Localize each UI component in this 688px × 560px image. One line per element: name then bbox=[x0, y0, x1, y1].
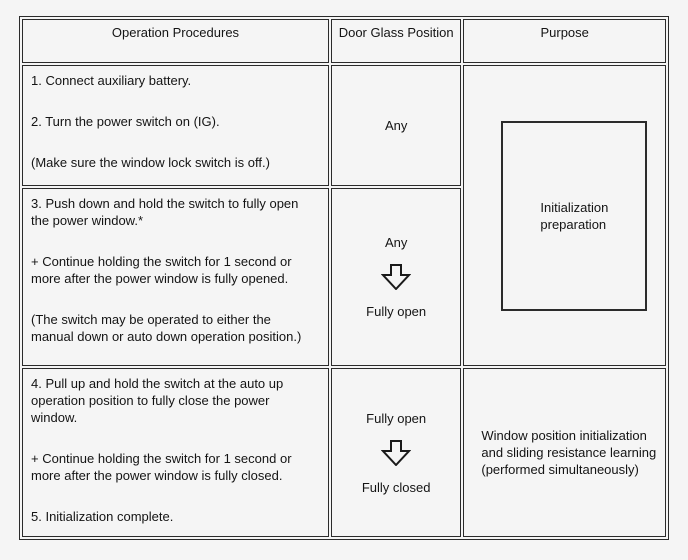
door-glass-position-cell-1: Any bbox=[330, 65, 462, 186]
door-glass-position-cell-2: Any Fully open bbox=[330, 188, 462, 366]
procedure-note: (The switch may be operated to either th… bbox=[31, 312, 302, 344]
col-header-purpose: Purpose bbox=[463, 19, 666, 63]
procedure-text: 5. Initialization complete. bbox=[31, 509, 174, 524]
procedure-text: 3. Push down and hold the switch to full… bbox=[31, 196, 299, 228]
table-row-step-1-2: 1. Connect auxiliary battery. 2. Turn th… bbox=[22, 65, 666, 366]
procedure-table: Operation Procedures Door Glass Position… bbox=[19, 16, 669, 540]
purpose-line: (performed simultaneously) bbox=[481, 462, 639, 477]
procedure-text: 2. Turn the power switch on (IG). bbox=[31, 114, 220, 129]
position-state-from: Fully open bbox=[366, 410, 427, 426]
purpose-line: Window position initialization bbox=[481, 428, 647, 443]
purpose-cell-window-position-initialization: Window position initialization and slidi… bbox=[463, 368, 666, 537]
door-glass-position-cell-3: Fully open Fully closed bbox=[330, 368, 462, 537]
purpose-line: and sliding resistance learning bbox=[481, 445, 657, 460]
table-row-step-4-5: 4. Pull up and hold the switch at the au… bbox=[22, 368, 666, 537]
procedure-text: + Continue holding the switch for 1 seco… bbox=[31, 254, 292, 286]
purpose-cell-initialization-preparation: Initialization preparation bbox=[463, 65, 666, 366]
procedures-cell-step-3: 3. Push down and hold the switch to full… bbox=[22, 188, 329, 366]
col-header-operation-procedures: Operation Procedures bbox=[22, 19, 329, 63]
position-state-to: Fully open bbox=[366, 304, 427, 319]
table-row-step-3: 3. Push down and hold the switch to full… bbox=[22, 188, 666, 366]
procedures-cell-step-1-2: 1. Connect auxiliary battery. 2. Turn th… bbox=[22, 65, 329, 186]
position-state-to: Fully closed bbox=[361, 479, 431, 495]
procedure-note: (Make sure the window lock switch is off… bbox=[31, 155, 270, 170]
procedure-text: 4. Pull up and hold the switch at the au… bbox=[31, 376, 284, 425]
initialization-preparation-box: Initialization preparation bbox=[501, 120, 648, 311]
position-state: Any bbox=[384, 118, 408, 133]
position-state-from: Any bbox=[384, 235, 408, 250]
down-arrow-icon bbox=[381, 439, 412, 466]
procedures-cell-step-4-5: 4. Pull up and hold the switch at the au… bbox=[22, 368, 329, 537]
purpose-box-line: Initialization bbox=[540, 199, 609, 215]
procedure-text: 1. Connect auxiliary battery. bbox=[31, 73, 192, 88]
col-header-door-glass-position: Door Glass Position bbox=[330, 19, 462, 63]
down-arrow-icon bbox=[381, 264, 412, 290]
purpose-box-line: preparation bbox=[540, 216, 607, 232]
procedure-text: + Continue holding the switch for 1 seco… bbox=[31, 451, 292, 483]
header-row: Operation Procedures Door Glass Position… bbox=[22, 19, 666, 63]
